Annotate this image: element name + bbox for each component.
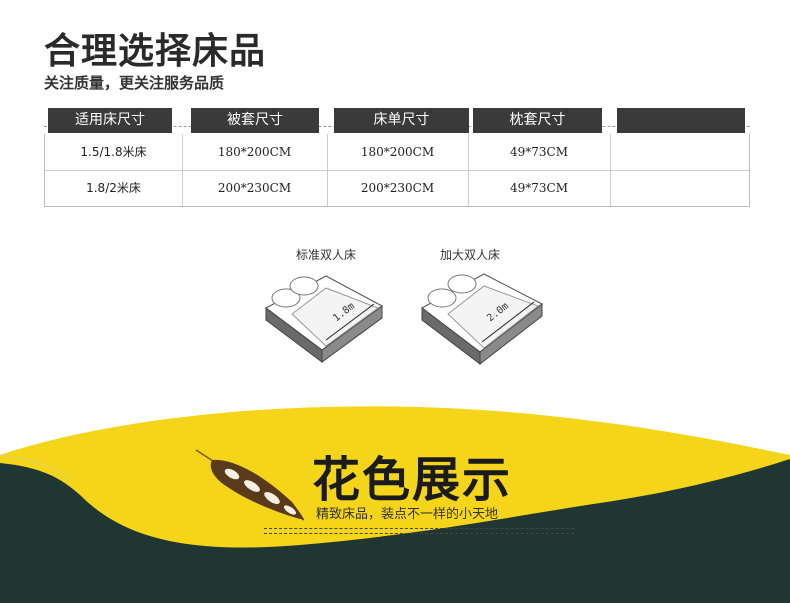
banner-background	[0, 406, 790, 603]
bed-icon	[262, 268, 386, 366]
table-cell: 49*73CM	[509, 181, 568, 195]
bed-label-standard: 标准双人床	[296, 248, 357, 262]
table-cell: 49*73CM	[509, 145, 568, 159]
banner-title: 花色展示	[312, 452, 513, 508]
col-divider	[327, 134, 328, 206]
table-body: 1.5/1.8米床 180*200CM 180*200CM 49*73CM 1.…	[44, 134, 750, 207]
table-cell: 1.8/2米床	[86, 181, 141, 195]
header-duvet-size: 被套尺寸	[191, 108, 319, 133]
header-bed-size: 适用床尺寸	[48, 108, 172, 133]
feather-icon	[192, 446, 312, 530]
col-divider	[468, 134, 469, 206]
size-table: 适用床尺寸 被套尺寸 床单尺寸 枕套尺寸 1.5/1.8米床 180*200CM…	[44, 108, 750, 208]
table-cell: 180*200CM	[360, 145, 435, 159]
col-divider	[610, 134, 611, 206]
col-divider	[182, 134, 183, 206]
header-pillowcase-size: 枕套尺寸	[473, 108, 602, 133]
table-cell: 1.5/1.8米床	[80, 145, 147, 159]
banner-divider	[264, 528, 574, 529]
table-cell	[610, 134, 749, 170]
page-subtitle: 关注质量，更关注服务品质	[44, 74, 225, 92]
banner-subtitle: 精致床品，装点不一样的小天地	[316, 507, 499, 522]
table-cell: 200*230CM	[217, 181, 292, 195]
page-title: 合理选择床品	[44, 31, 267, 72]
row-divider	[45, 170, 749, 171]
bed-label-large: 加大双人床	[440, 248, 501, 262]
header-empty	[617, 108, 745, 133]
table-cell: 200*230CM	[360, 181, 435, 195]
bed-icon	[418, 268, 546, 366]
header-sheet-size: 床单尺寸	[334, 108, 469, 133]
table-cell: 180*200CM	[217, 145, 292, 159]
banner-divider	[264, 533, 574, 534]
table-cell	[610, 170, 749, 206]
